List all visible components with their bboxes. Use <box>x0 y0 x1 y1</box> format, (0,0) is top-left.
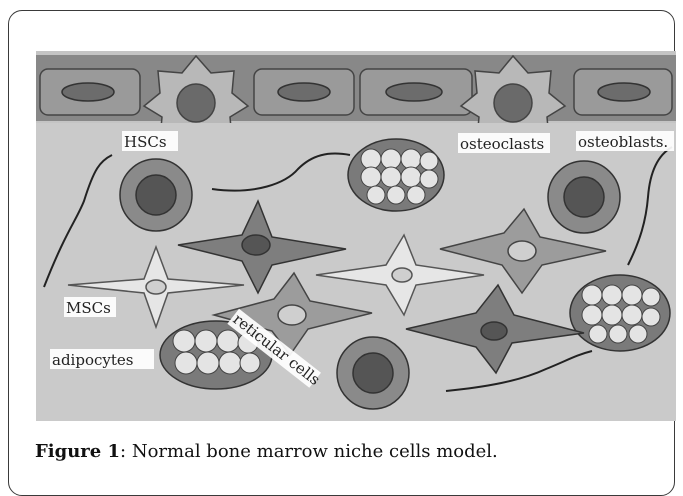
adipocytes-label: adipocytes <box>52 351 133 369</box>
mscs-label: MSCs <box>66 299 111 317</box>
figure-frame: HSCs osteoclasts osteoblasts. MSCs adipo… <box>8 10 675 496</box>
hscs-label: HSCs <box>124 133 167 151</box>
caption-separator: : <box>120 441 132 462</box>
osteoblasts-label: osteoblasts. <box>578 133 668 151</box>
caption-text: Normal bone marrow niche cells model. <box>132 441 498 462</box>
figure-caption: Figure 1: Normal bone marrow niche cells… <box>35 441 498 462</box>
figure-number: Figure 1 <box>35 441 120 462</box>
osteoclasts-label: osteoclasts <box>460 135 544 153</box>
bone-marrow-niche-diagram: HSCs osteoclasts osteoblasts. MSCs adipo… <box>36 51 676 421</box>
